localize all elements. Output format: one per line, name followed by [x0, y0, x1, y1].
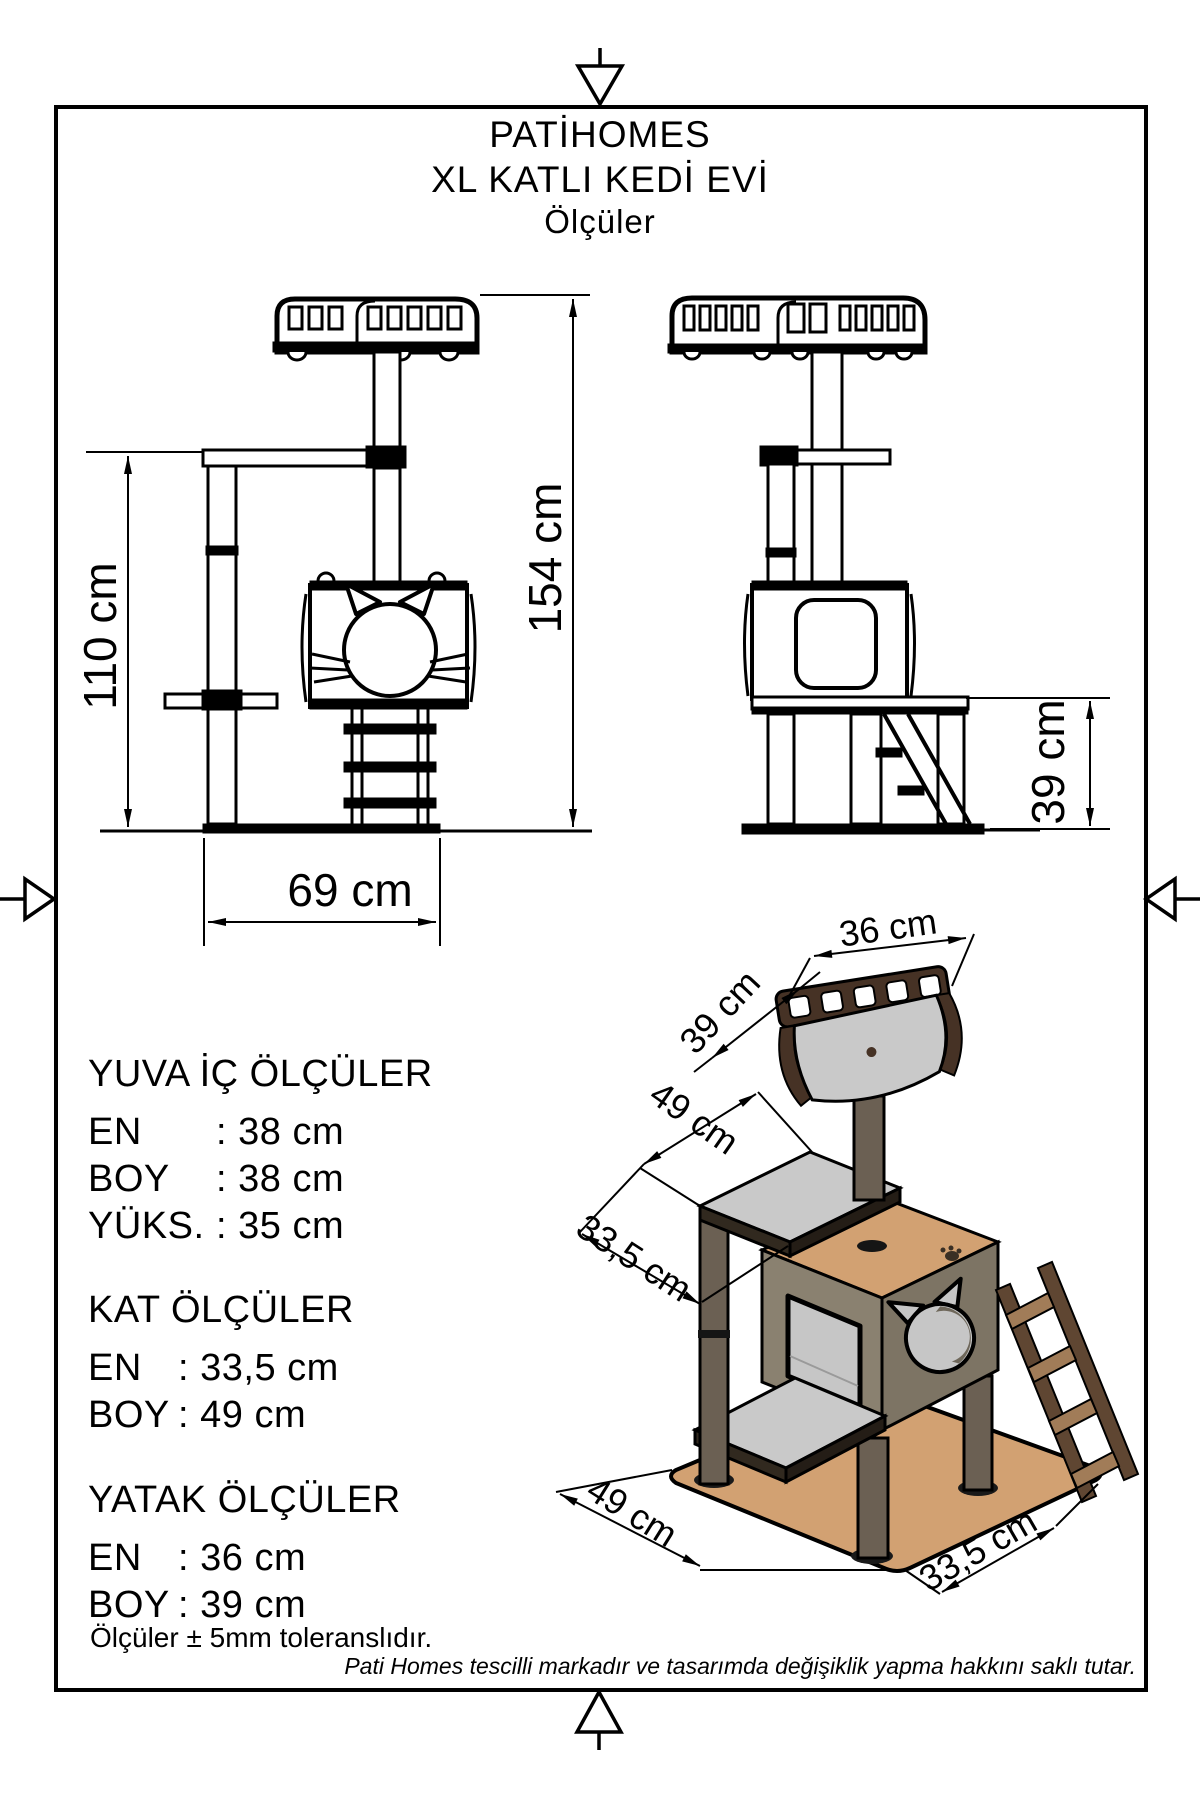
spec-label: BOY	[88, 1158, 170, 1200]
registration-marks	[0, 48, 1200, 1750]
spec-label: EN	[88, 1111, 142, 1153]
spec-row: YÜKS. : 35 cm	[88, 1203, 433, 1250]
iso-dimensions	[555, 933, 1099, 1595]
cat-face-cutout	[309, 582, 471, 698]
spec-value: : 39 cm	[178, 1584, 307, 1626]
registration-arrow-bottom	[574, 1688, 624, 1750]
front-cat-house	[300, 571, 477, 710]
front-ladder	[343, 709, 437, 824]
spec-row: EN : 38 cm	[88, 1109, 433, 1156]
dim-stair-height: 39 cm	[1022, 699, 1074, 825]
spec-block-yuva: YUVA İÇ ÖLÇÜLER EN : 38 cm BOY : 38 cm YÜK…	[88, 1052, 433, 1250]
spec-label: EN	[88, 1537, 142, 1579]
front-dimensions	[86, 294, 590, 946]
registration-arrow-right	[1142, 875, 1200, 923]
front-poles-shelves	[163, 350, 407, 826]
spec-value: : 38 cm	[216, 1111, 345, 1153]
spec-label: EN	[88, 1347, 142, 1389]
side-platform-stairs	[750, 695, 972, 826]
front-view-drawing	[86, 294, 592, 946]
side-bed	[667, 295, 928, 361]
spec-block-yatak: YATAK ÖLÇÜLER EN : 36 cm BOY: 39 cm	[88, 1478, 401, 1629]
front-base	[100, 823, 592, 834]
spec-title: YUVA İÇ ÖLÇÜLER	[88, 1053, 433, 1095]
dim-base-width: 69 cm	[287, 864, 413, 916]
spec-label: BOY	[88, 1584, 170, 1626]
side-cat-house	[743, 580, 916, 701]
brand-title: PATİHOMES	[489, 114, 711, 155]
spec-title: YATAK ÖLÇÜLER	[88, 1479, 401, 1521]
iso-right-pole	[962, 1374, 994, 1492]
iso-ladder	[994, 1260, 1140, 1504]
front-bed	[272, 296, 480, 362]
spec-row: BOY: 39 cm	[88, 1582, 401, 1629]
spec-row: EN : 36 cm	[88, 1535, 401, 1582]
iso-bed-pole	[852, 1094, 886, 1202]
iso-cat-face-cutout	[886, 1276, 976, 1374]
subtitle-olculer: Ölçüler	[544, 203, 656, 241]
side-view-drawing	[667, 295, 1110, 835]
registration-arrow-left	[0, 875, 58, 923]
spec-value: : 35 cm	[216, 1205, 345, 1247]
registration-arrow-top	[574, 48, 626, 108]
spec-value: : 33,5 cm	[178, 1347, 339, 1389]
product-title: XL KATLI KEDİ EVİ	[431, 159, 769, 201]
spec-row: BOY: 49 cm	[88, 1392, 354, 1439]
iso-bed	[774, 965, 963, 1108]
spec-row: BOY : 38 cm	[88, 1156, 433, 1203]
spec-value: : 38 cm	[216, 1158, 345, 1200]
spec-value: : 36 cm	[178, 1537, 307, 1579]
trademark-note: Pati Homes tescilli markadır ve tasarımd…	[344, 1653, 1136, 1679]
iso-cat-house	[758, 1194, 1002, 1433]
spec-title: KAT ÖLÇÜLER	[88, 1289, 354, 1331]
spec-label: BOY	[88, 1394, 170, 1436]
spec-row: EN : 33,5 cm	[88, 1345, 354, 1392]
dim-front-height: 110 cm	[74, 562, 126, 710]
spec-label: YÜKS.	[88, 1205, 205, 1247]
tolerance-note: Ölçüler ± 5mm toleranslıdır.	[90, 1622, 433, 1653]
cat-whiskers	[309, 652, 471, 684]
side-dimensions	[966, 697, 1110, 830]
iso-middle-pole	[856, 1436, 890, 1560]
dim-total-height: 154 cm	[519, 482, 571, 634]
iso-upper-platform	[696, 1150, 904, 1259]
title-block: PATİHOMES XL KATLI KEDİ EVİ Ölçüler	[0, 112, 1200, 243]
iso-left-pole	[698, 1218, 730, 1486]
spec-value: : 49 cm	[178, 1394, 307, 1436]
side-window	[794, 598, 878, 690]
spec-block-kat: KAT ÖLÇÜLER EN : 33,5 cm BOY: 49 cm	[88, 1288, 354, 1439]
iso-view-drawing	[555, 933, 1140, 1595]
